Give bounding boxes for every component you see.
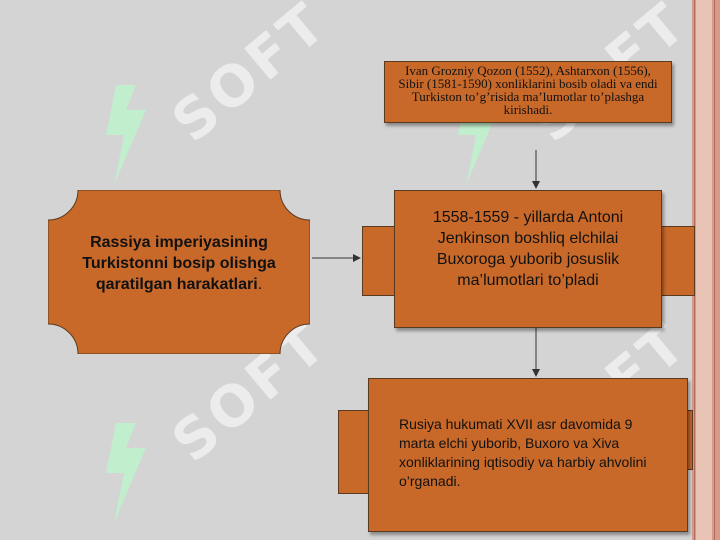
watermark-text: SOFT (160, 0, 341, 156)
border-line (714, 0, 715, 540)
middle-box-left-wing (362, 226, 397, 296)
top-box-text: Ivan Grozniy Qozon (1552), Ashtarxon (15… (398, 63, 658, 117)
left-box-main-topic: Rassiya imperiyasining Turkistonni bosip… (48, 190, 310, 354)
top-box-ivan-grozniy: Ivan Grozniy Qozon (1552), Ashtarxon (15… (384, 61, 672, 123)
bottom-box-russian-government: Rusiya hukumati XVII asr davomida 9 mart… (368, 378, 688, 532)
middle-box-jenkinson: 1558-1559 - yillarda Antoni Jenkinson bo… (394, 190, 662, 328)
bottom-box-left-wing (338, 410, 373, 494)
watermark-logo-icon (106, 85, 146, 185)
right-border-band (692, 0, 720, 540)
left-box-suffix: . (257, 276, 263, 293)
left-box-shape (48, 190, 310, 354)
middle-box-text: 1558-1559 - yillarda Antoni Jenkinson bo… (432, 209, 624, 289)
border-band-inner (696, 0, 712, 540)
left-box-title: Rassiya imperiyasining Turkistonni bosip… (82, 234, 276, 293)
bottom-box-text: Rusiya hukumati XVII asr davomida 9 mart… (399, 416, 647, 489)
middle-box-right-wing (656, 226, 695, 296)
left-box-text: Rassiya imperiyasining Turkistonni bosip… (62, 232, 296, 295)
watermark-logo-icon (106, 423, 146, 523)
bottom-box-right-wing (684, 410, 693, 470)
